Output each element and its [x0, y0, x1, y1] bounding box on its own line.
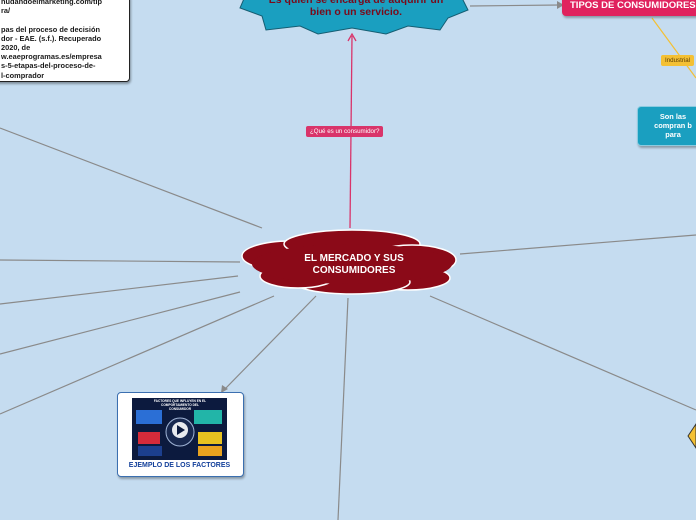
thumbnail-title: FACTORES QUE INFLUYEN EN EL COMPORTAMIEN… — [150, 399, 210, 411]
link-left-1 — [0, 260, 240, 262]
references-note[interactable]: nudandoelmarketing.com/tip ra/ pas del p… — [0, 0, 130, 82]
link-top-left — [0, 128, 262, 228]
link-types — [470, 5, 560, 6]
link-left-3 — [0, 292, 240, 354]
link-bottom-right — [430, 296, 696, 410]
link-bottom — [338, 298, 348, 520]
son-box-text: Son las compran b para — [644, 112, 696, 139]
link-left-2 — [0, 276, 238, 304]
link-industrial — [652, 18, 696, 78]
types-title: TIPOS DE CONSUMIDORES — [570, 0, 696, 11]
factors-image-thumbnail[interactable]: FACTORES QUE INFLUYEN EN EL COMPORTAMIEN… — [132, 398, 227, 460]
right-edge-diamond[interactable] — [688, 424, 696, 448]
image-card-caption: EJEMPLO DE LOS FACTORES — [117, 462, 242, 469]
definition-text: Es quien se encarga de adquirir un bien … — [258, 0, 454, 18]
center-title: EL MERCADO Y SUS CONSUMIDORES — [284, 253, 424, 277]
link-right — [460, 235, 696, 254]
link-image-card — [224, 296, 316, 390]
industrial-label[interactable]: Industrial — [661, 55, 694, 66]
question-label[interactable]: ¿Qué es un consumidor? — [306, 126, 383, 137]
